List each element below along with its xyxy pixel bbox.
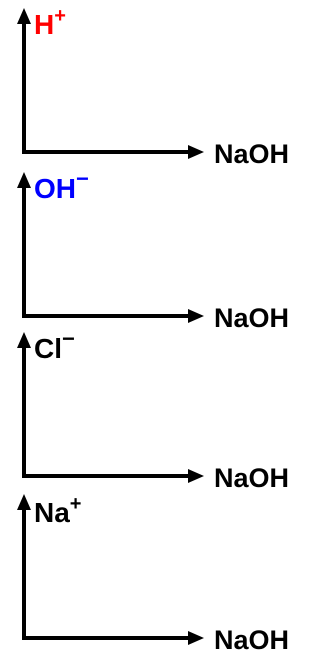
x-axis-label: NaOH <box>214 463 289 493</box>
x-axis-label: NaOH <box>214 625 289 655</box>
ion-label: Cl− <box>34 326 75 364</box>
ion-symbol: Na <box>34 497 70 528</box>
ion-label: OH− <box>34 166 89 204</box>
y-axis-arrowhead <box>17 494 31 510</box>
ion-label: Na+ <box>34 493 81 528</box>
ion-symbol: Cl <box>34 333 62 364</box>
y-axis-arrowhead <box>17 332 31 348</box>
ion-label: H+ <box>34 5 66 40</box>
y-axis-arrowhead <box>17 8 31 24</box>
ion-symbol: H <box>34 9 54 40</box>
x-axis-arrowhead <box>188 631 204 645</box>
x-axis-arrowhead <box>188 469 204 483</box>
ion-charge: + <box>70 493 82 515</box>
ion-charge: − <box>76 166 89 191</box>
ion-charge: + <box>54 5 66 27</box>
y-axis-arrowhead <box>17 172 31 188</box>
ion-symbol: OH <box>34 173 76 204</box>
panel-na-plus: Na+ NaOH <box>17 493 289 655</box>
panel-cl-minus: Cl− NaOH <box>17 326 289 493</box>
x-axis-arrowhead <box>188 145 204 159</box>
x-axis-arrowhead <box>188 309 204 323</box>
x-axis-label: NaOH <box>214 303 289 333</box>
panel-h-plus: H+ NaOH <box>17 5 289 169</box>
x-axis-label: NaOH <box>214 139 289 169</box>
ion-charge: − <box>62 326 75 351</box>
panel-oh-minus: OH− NaOH <box>17 166 289 333</box>
